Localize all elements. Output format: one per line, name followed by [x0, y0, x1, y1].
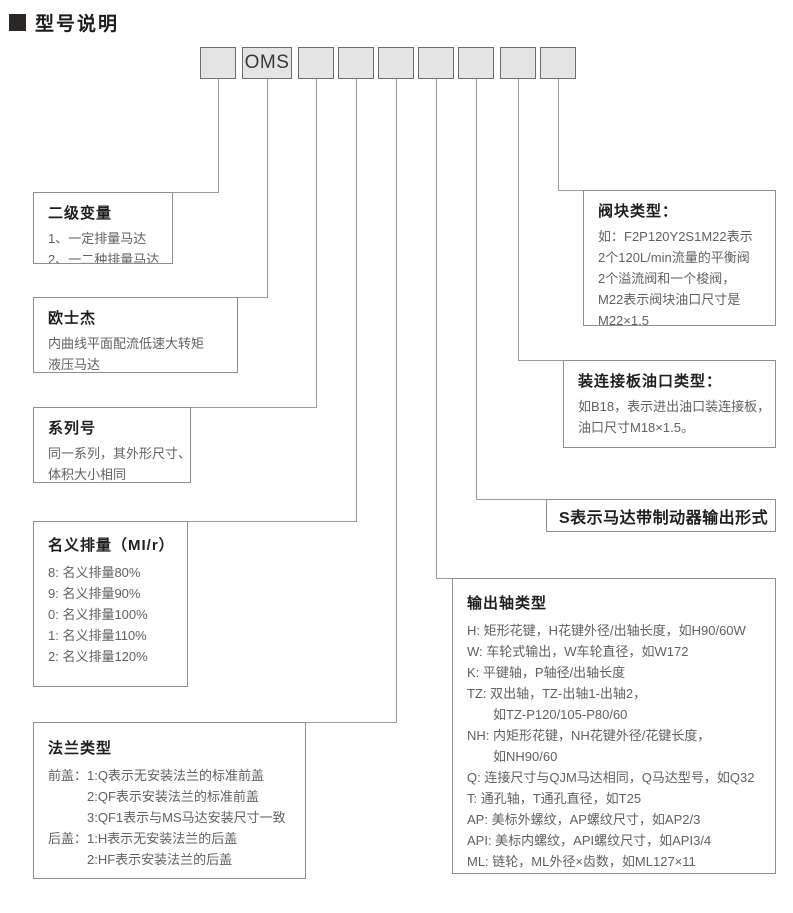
box-line: K: 平键轴，P轴径/出轴长度	[467, 665, 626, 680]
box-title: 输出轴类型	[467, 595, 548, 612]
connector-line	[190, 407, 317, 408]
model-code-box	[540, 47, 576, 79]
box-line: 后盖：1:H表示无安装法兰的后盖	[48, 831, 238, 846]
box-line: M22表示阀块油口尺寸是	[598, 292, 741, 307]
box-line: 如：F2P120Y2S1M22表示	[598, 229, 753, 244]
connector-line	[518, 360, 564, 361]
box-port-plate-type: 装连接板油口类型： 如B18，表示进出油口装连接板， 油口尺寸M18×1.5。	[563, 360, 776, 448]
box-line: 如B18，表示进出油口装连接板，	[578, 399, 771, 414]
box-line: 如NH90/60	[467, 749, 558, 764]
box-lines: 1、一定排量马达 2、一二种排量马达	[48, 228, 166, 264]
connector-line	[436, 578, 453, 579]
box-line: 8: 名义排量80%	[48, 565, 141, 580]
box-line: 1、一定排量马达	[48, 231, 147, 246]
box-line: 如TZ-P120/105-P80/60	[467, 707, 628, 722]
model-code-box	[200, 47, 236, 79]
connector-line	[476, 79, 477, 499]
connector-line	[218, 79, 219, 192]
box-series-number: 系列号 同一系列，其外形尺寸、体积大小相同	[33, 407, 191, 483]
box-line: ML: 链轮，ML外径×齿数，如ML127×11	[467, 854, 696, 869]
box-lines: 内曲线平面配流低速大转矩液压马达	[48, 333, 231, 372]
connector-line	[558, 190, 584, 191]
section-marker-icon	[9, 14, 26, 31]
model-code-box	[418, 47, 454, 79]
connector-line	[267, 79, 268, 297]
model-code-box	[458, 47, 494, 79]
connector-line	[436, 79, 437, 578]
box-line: 同一系列，其外形尺寸、	[48, 446, 191, 461]
box-line: M22×1.5	[598, 313, 649, 326]
box-line: 液压马达	[48, 357, 101, 372]
box-title: 欧士杰	[48, 310, 97, 327]
connector-line	[172, 192, 219, 193]
box-title: 阀块类型：	[598, 203, 679, 220]
box-nominal-displacement: 名义排量（MI/r） 8: 名义排量80% 9: 名义排量90% 0: 名义排量10…	[33, 521, 188, 687]
connector-line	[316, 79, 317, 407]
box-title: 二级变量	[48, 205, 113, 222]
model-code-box	[338, 47, 374, 79]
connector-line	[396, 79, 397, 722]
connector-line	[305, 722, 397, 723]
box-line: 2个溢流阀和一个梭阀，	[598, 271, 736, 286]
box-line: 2个120L/min流量的平衡阀	[598, 250, 750, 265]
box-line: 2:QF表示安装法兰的标准前盖	[48, 789, 259, 804]
box-title: S表示马达带制动器输出形式	[559, 509, 769, 527]
box-line: 0: 名义排量100%	[48, 607, 148, 622]
connector-line	[237, 297, 268, 298]
box-line: TZ: 双出轴，TZ-出轴1-出轴2，	[467, 686, 647, 701]
model-code-box: OMS	[242, 47, 292, 79]
box-lines: 如B18，表示进出油口装连接板， 油口尺寸M18×1.5。	[578, 396, 771, 438]
box-line: Q: 连接尺寸与QJM马达相同，Q马达型号，如Q32	[467, 770, 755, 785]
box-brake-output: S表示马达带制动器输出形式	[546, 499, 776, 532]
connector-line	[558, 79, 559, 190]
model-code-box	[298, 47, 334, 79]
box-line: API: 美标内螺纹，API螺纹尺寸，如API3/4	[467, 833, 712, 848]
box-line: 2、一二种排量马达	[48, 252, 160, 264]
box-title: 法兰类型	[48, 740, 113, 757]
page-title: 型号说明	[35, 14, 120, 35]
box-title: 装连接板油口类型：	[578, 373, 723, 390]
box-lines: 前盖：1:Q表示无安装法兰的标准前盖 2:QF表示安装法兰的标准前盖 3:QF1…	[48, 765, 299, 870]
box-secondary-variable: 二级变量 1、一定排量马达 2、一二种排量马达	[33, 192, 173, 264]
box-lines: 如：F2P120Y2S1M22表示 2个120L/min流量的平衡阀 2个溢流阀和一…	[598, 226, 769, 326]
connector-line	[356, 79, 357, 521]
connector-line	[476, 499, 547, 500]
box-line: 前盖：1:Q表示无安装法兰的标准前盖	[48, 768, 264, 783]
box-valve-block-type: 阀块类型： 如：F2P120Y2S1M22表示 2个120L/min流量的平衡阀 2…	[583, 190, 776, 326]
box-flange-type: 法兰类型 前盖：1:Q表示无安装法兰的标准前盖 2:QF表示安装法兰的标准前盖 …	[33, 722, 306, 879]
box-line: H: 矩形花键，H花键外径/出轴长度，如H90/60W	[467, 623, 746, 638]
box-lines: 8: 名义排量80% 9: 名义排量90% 0: 名义排量100% 1: 名义排量11…	[48, 562, 181, 667]
connector-line	[187, 521, 357, 522]
box-brand: 欧士杰 内曲线平面配流低速大转矩液压马达	[33, 297, 238, 373]
box-line: T: 通孔轴，T通孔直径，如T25	[467, 791, 642, 806]
box-title: 系列号	[48, 420, 97, 437]
box-line: 1: 名义排量110%	[48, 628, 147, 643]
box-line: 9: 名义排量90%	[48, 586, 141, 601]
box-output-shaft-type: 输出轴类型 H: 矩形花键，H花键外径/出轴长度，如H90/60W W: 车轮式输…	[452, 578, 776, 874]
box-line: W: 车轮式输出，W车轮直径，如W172	[467, 644, 689, 659]
box-line: 3:QF1表示与MS马达安装尺寸一致	[48, 810, 286, 825]
connector-line	[518, 79, 519, 360]
section-header: 型号说明	[9, 9, 119, 36]
box-line: AP: 美标外螺纹，AP螺纹尺寸，如AP2/3	[467, 812, 701, 827]
box-line: 内曲线平面配流低速大转矩	[48, 336, 205, 351]
box-line: 体积大小相同	[48, 467, 127, 482]
box-lines: H: 矩形花键，H花键外径/出轴长度，如H90/60W W: 车轮式输出，W车轮直…	[467, 620, 769, 872]
box-line: 油口尺寸M18×1.5。	[578, 420, 694, 435]
box-line: 2:HF表示安装法兰的后盖	[48, 852, 233, 867]
box-lines: 同一系列，其外形尺寸、体积大小相同	[48, 443, 191, 482]
box-title: 名义排量（MI/r）	[48, 537, 175, 554]
box-line: 2: 名义排量120%	[48, 649, 148, 664]
model-code-box	[500, 47, 536, 79]
box-line: NH: 内矩形花键，NH花键外径/花键长度，	[467, 728, 711, 743]
model-code-box	[378, 47, 414, 79]
